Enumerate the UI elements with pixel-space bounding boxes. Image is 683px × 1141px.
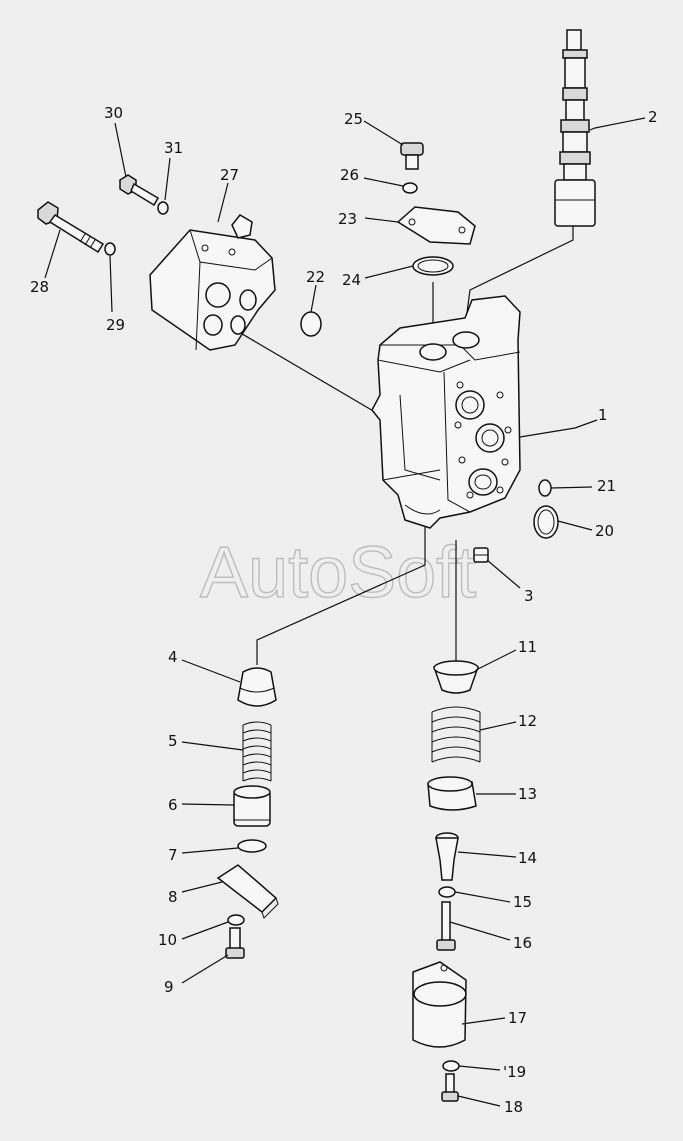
seat [427, 776, 477, 811]
washer-29 [104, 242, 116, 256]
label-19: '19 [503, 1063, 526, 1081]
label-18: 18 [504, 1098, 523, 1116]
label-31: 31 [164, 139, 183, 157]
spool [554, 29, 596, 227]
label-22: 22 [306, 268, 325, 286]
plug [473, 547, 489, 563]
label-13: 13 [518, 785, 537, 803]
o-ring-21 [538, 479, 552, 497]
label-6: 6 [168, 796, 178, 814]
bolt-9 [225, 927, 245, 959]
label-24: 24 [342, 271, 361, 289]
label-9: 9 [164, 978, 174, 996]
piston-left [233, 785, 271, 827]
label-16: 16 [513, 934, 532, 952]
label-23: 23 [338, 210, 357, 228]
label-20: 20 [595, 522, 614, 540]
poppet [237, 667, 277, 707]
label-8: 8 [168, 888, 178, 906]
bolt-25 [400, 142, 424, 170]
o-ring-7 [237, 839, 267, 853]
washer-31 [157, 201, 169, 215]
label-29: 29 [106, 316, 125, 334]
label-14: 14 [518, 849, 537, 867]
bolt-30 [119, 174, 160, 207]
label-5: 5 [168, 732, 178, 750]
label-3: 3 [524, 587, 534, 605]
piston-right [435, 832, 459, 881]
label-26: 26 [340, 166, 359, 184]
bolt-18 [441, 1073, 459, 1102]
o-ring-22 [300, 311, 322, 337]
spring-right [431, 706, 481, 763]
label-30: 30 [104, 104, 123, 122]
washer-19 [442, 1060, 460, 1072]
leader-lines [44, 117, 646, 1107]
label-12: 12 [518, 712, 537, 730]
cover-23 [396, 206, 476, 245]
label-21: 21 [597, 477, 616, 495]
label-2: 2 [648, 108, 658, 126]
watermark: AutoSoft [200, 533, 476, 613]
bolt-28 [37, 201, 105, 254]
washer-15 [438, 886, 456, 898]
washer-26 [402, 182, 418, 194]
label-25: 25 [344, 110, 363, 128]
cover-27 [149, 214, 276, 351]
bolt-16 [436, 901, 456, 951]
o-ring-20 [533, 505, 559, 539]
label-11: 11 [518, 638, 537, 656]
spring-left [242, 721, 272, 782]
label-4: 4 [168, 648, 178, 666]
label-27: 27 [220, 166, 239, 184]
valve-body [371, 295, 521, 529]
o-ring-24 [412, 256, 454, 276]
label-28: 28 [30, 278, 49, 296]
label-1: 1 [598, 406, 608, 424]
plate [216, 864, 279, 919]
labels: 1 2 3 4 5 6 7 8 10 9 11 12 13 14 15 16 1… [30, 104, 658, 1116]
washer-10 [227, 914, 245, 926]
label-17: 17 [508, 1009, 527, 1027]
label-15: 15 [513, 893, 532, 911]
cover-17 [412, 961, 467, 1048]
label-7: 7 [168, 846, 178, 864]
label-10: 10 [158, 931, 177, 949]
retainer [433, 660, 479, 694]
